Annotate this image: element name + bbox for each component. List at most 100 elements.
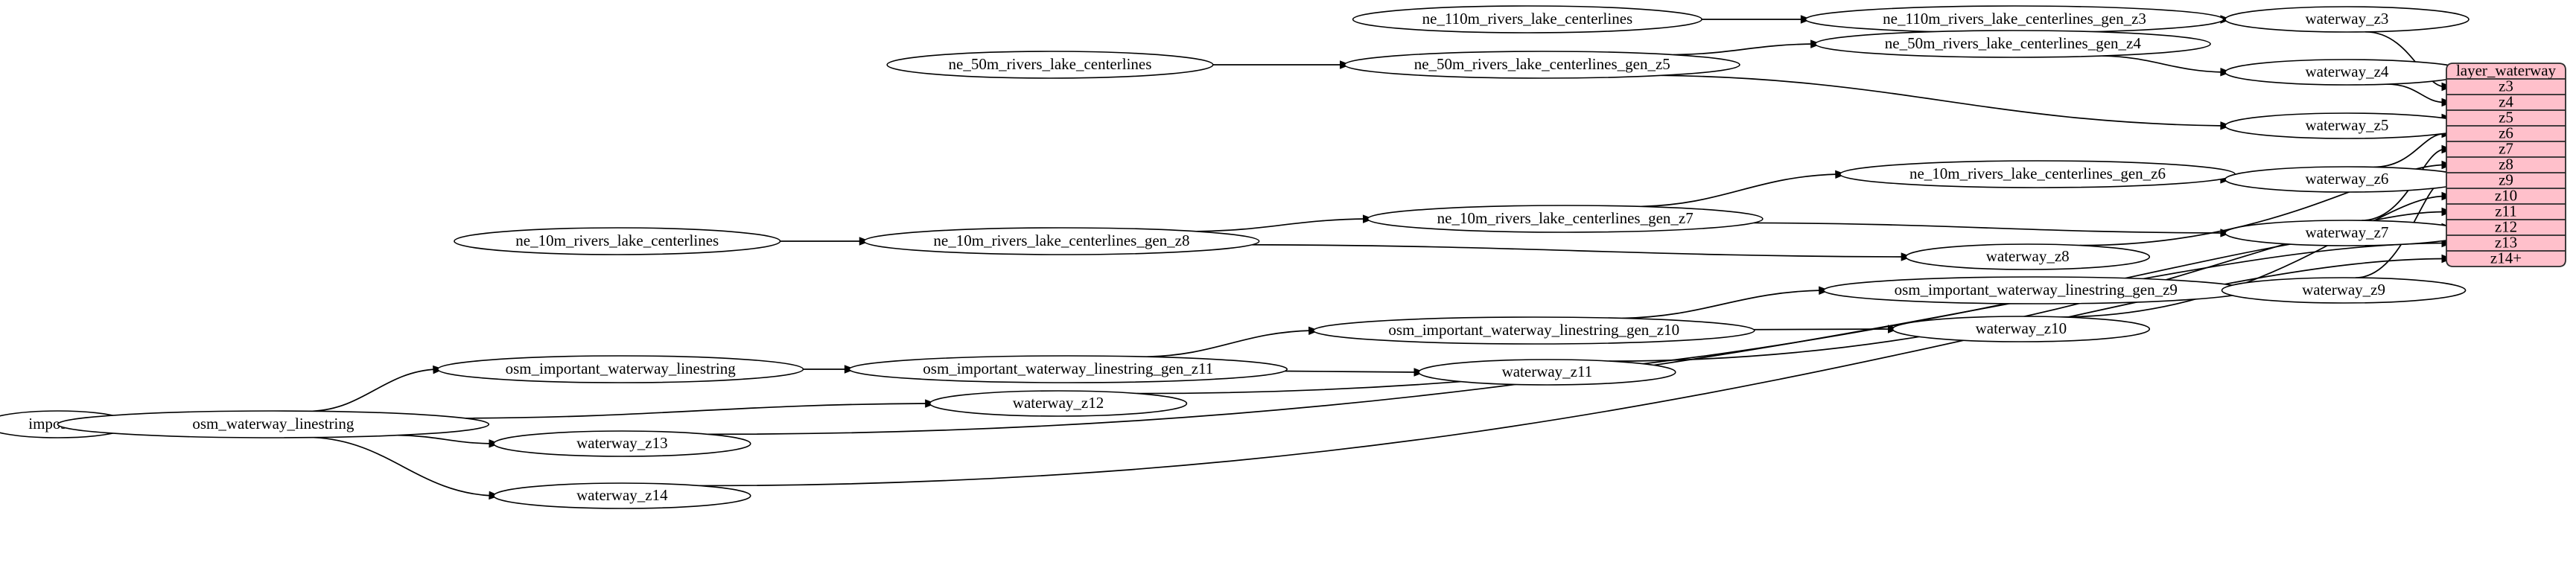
graph-node-waterway_z4[interactable]: waterway_z4: [2224, 59, 2470, 86]
graph-edge: [1753, 222, 2224, 234]
graph-node-ne_50m_rivers_lake_centerlines[interactable]: ne_50m_rivers_lake_centerlines: [886, 51, 1214, 79]
record-row-z5[interactable]: z5: [2446, 108, 2566, 126]
graph-node-waterway_z3[interactable]: waterway_z3: [2224, 6, 2470, 33]
record-row-z6[interactable]: z6: [2446, 124, 2566, 141]
graph-edge: [2373, 133, 2446, 168]
record-row-z12[interactable]: z12: [2446, 217, 2566, 235]
record-row-z7[interactable]: z7: [2446, 139, 2566, 157]
graph-edge: [398, 434, 493, 444]
record-row-hitarea[interactable]: [2446, 204, 2566, 220]
record-row-z3[interactable]: z3: [2446, 77, 2566, 95]
graph-edge: [699, 258, 2446, 487]
graph-edge: [1136, 226, 2446, 395]
node-ellipse: [493, 482, 751, 509]
graph-edge: [707, 242, 2446, 435]
graph-edge: [2059, 195, 2446, 318]
node-ellipse: [1892, 316, 2151, 342]
node-ellipse: [886, 51, 1214, 79]
record-row-hitarea[interactable]: [2446, 126, 2566, 141]
graph-node-waterway_z5[interactable]: waterway_z5: [2224, 112, 2470, 139]
graph-node-ne_110m_rivers_lake_centerlines[interactable]: ne_110m_rivers_lake_centerlines: [1352, 5, 1702, 33]
graph-edge: [1196, 218, 1367, 232]
node-ellipse: [2221, 277, 2467, 304]
graph-node-waterway_z14[interactable]: waterway_z14: [493, 482, 751, 509]
record-row-hitarea[interactable]: [2446, 157, 2566, 173]
node-ellipse: [454, 227, 781, 255]
graph-node-osm_important_waterway_linestring_gen_z10[interactable]: osm_important_waterway_linestring_gen_z1…: [1312, 316, 1755, 345]
graph-node-waterway_z11[interactable]: waterway_z11: [1418, 359, 1676, 386]
record-row-z9[interactable]: z9: [2446, 170, 2566, 188]
record-row-z4[interactable]: z4: [2446, 92, 2566, 110]
node-ellipse: [2224, 166, 2470, 193]
node-ellipse: [2224, 59, 2470, 86]
record-row-z13[interactable]: z13: [2446, 233, 2566, 251]
node-ellipse: [1905, 243, 2151, 270]
node-ellipse: [1804, 5, 2224, 33]
graph-node-waterway_z6[interactable]: waterway_z6: [2224, 166, 2470, 193]
node-ellipse: [1839, 160, 2236, 188]
node-ellipse: [1352, 5, 1702, 33]
record-row-hitarea[interactable]: [2446, 235, 2566, 251]
record-row-hitarea[interactable]: [2446, 173, 2566, 188]
node-ellipse: [2224, 6, 2470, 33]
graph-edge: [2365, 31, 2446, 88]
graph-node-ne_50m_rivers_lake_centerlines_gen_z5[interactable]: ne_50m_rivers_lake_centerlines_gen_z5: [1343, 51, 1740, 79]
graph-edge: [465, 403, 929, 419]
record-row-hitarea[interactable]: [2446, 110, 2566, 126]
record-row-z10[interactable]: z10: [2446, 186, 2566, 204]
graph-edge: [312, 368, 436, 412]
record-row-hitarea[interactable]: [2446, 141, 2566, 157]
node-ellipse: [493, 430, 751, 457]
node-ellipse: [437, 355, 804, 383]
graph-node-waterway_z12[interactable]: waterway_z12: [929, 390, 1188, 417]
graph-node-ne_10m_rivers_lake_centerlines[interactable]: ne_10m_rivers_lake_centerlines: [454, 227, 781, 255]
node-ellipse: [1418, 359, 1676, 386]
record-row-hitarea[interactable]: [2446, 188, 2566, 204]
graph-node-waterway_z10[interactable]: waterway_z10: [1892, 316, 2151, 342]
graph-node-waterway_z7[interactable]: waterway_z7: [2224, 220, 2470, 246]
record-row-z8[interactable]: z8: [2446, 155, 2566, 173]
node-ellipse: [863, 227, 1260, 255]
graph-node-osm_important_waterway_linestring_gen_z9[interactable]: osm_important_waterway_linestring_gen_z9: [1822, 276, 2249, 304]
graph-node-waterway_z13[interactable]: waterway_z13: [493, 430, 751, 457]
graph-node-osm_important_waterway_linestring[interactable]: osm_important_waterway_linestring: [437, 355, 804, 383]
node-ellipse: [1343, 51, 1740, 79]
graph-edge: [1622, 290, 1822, 319]
graph-edge: [2386, 83, 2446, 103]
record-row-hitarea[interactable]: [2446, 95, 2566, 110]
record-row-z11[interactable]: z11: [2446, 202, 2566, 220]
graph-node-ne_110m_rivers_lake_centerlines_gen_z3[interactable]: ne_110m_rivers_lake_centerlines_gen_z3: [1804, 5, 2224, 33]
graph-node-waterway_z9[interactable]: waterway_z9: [2221, 277, 2467, 304]
graph-edge: [314, 436, 493, 497]
graph-node-ne_10m_rivers_lake_centerlines_gen_z8[interactable]: ne_10m_rivers_lake_centerlines_gen_z8: [863, 227, 1260, 255]
graph-edge: [2102, 55, 2224, 73]
graph-edge: [1641, 173, 1839, 208]
node-ellipse: [1367, 205, 1764, 233]
record-node-body[interactable]: [2446, 63, 2566, 267]
node-ellipse: [848, 355, 1288, 383]
graph-node-osm_important_waterway_linestring_gen_z11[interactable]: osm_important_waterway_linestring_gen_z1…: [848, 355, 1288, 383]
node-ellipse: [1822, 276, 2249, 304]
graph-edge: [1673, 43, 1814, 56]
node-ellipse: [929, 390, 1188, 417]
graph-node-ne_10m_rivers_lake_centerlines_gen_z7[interactable]: ne_10m_rivers_lake_centerlines_gen_z7: [1367, 205, 1764, 233]
graph-edge: [1661, 74, 2224, 127]
graph-edge: [1147, 330, 1312, 358]
graph-node-ne_10m_rivers_lake_centerlines_gen_z6[interactable]: ne_10m_rivers_lake_centerlines_gen_z6: [1839, 160, 2236, 188]
record-row-z14+[interactable]: z14+: [2446, 249, 2566, 267]
record-node-layer: layer_waterwayz3z4z5z6z7z8z9z10z11z12z13…: [2446, 61, 2566, 267]
node-ellipse: [1312, 316, 1755, 345]
nodes-layer: imposm3osm_waterway_linestringosm_import…: [0, 5, 2470, 509]
record-row-hitarea[interactable]: [2446, 79, 2566, 95]
graph-edge: [1285, 370, 1418, 373]
node-ellipse: [57, 410, 490, 438]
graph-node-osm_waterway_linestring[interactable]: osm_waterway_linestring: [57, 410, 490, 438]
record-row-hitarea[interactable]: [2446, 220, 2566, 235]
node-ellipse: [2224, 220, 2470, 246]
graph-node-waterway_z8[interactable]: waterway_z8: [1905, 243, 2151, 270]
record-row-hitarea[interactable]: [2446, 251, 2566, 267]
node-ellipse: [1814, 30, 2211, 58]
graph-node-ne_50m_rivers_lake_centerlines_gen_z4[interactable]: ne_50m_rivers_lake_centerlines_gen_z4: [1814, 30, 2211, 58]
